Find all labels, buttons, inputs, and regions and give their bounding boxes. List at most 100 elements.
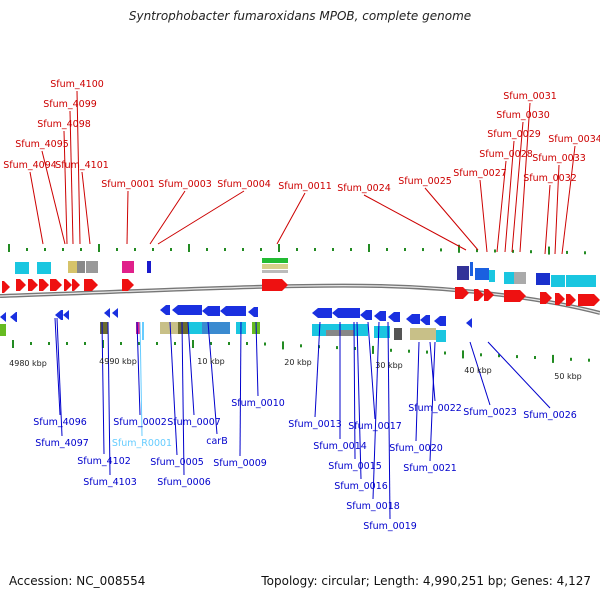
tick-mark — [152, 248, 154, 251]
leader-line — [81, 171, 91, 245]
leader-line — [41, 150, 66, 245]
tick-mark — [440, 248, 442, 252]
leader-line — [187, 321, 195, 416]
leader-line — [101, 321, 105, 455]
gene-feature-box — [470, 262, 473, 276]
gene-label: Sfum_0032 — [523, 173, 577, 184]
reverse-gene-arrow — [104, 308, 110, 318]
gene-label: Sfum_0034 — [548, 134, 600, 145]
reverse-gene-arrow — [360, 310, 372, 320]
reverse-gene-arrow — [10, 312, 17, 322]
leader-line — [181, 321, 185, 476]
leader-line — [356, 321, 362, 480]
tick-mark — [498, 354, 500, 358]
scale-label: 50 kbp — [554, 372, 582, 381]
gene-label: carB — [206, 436, 227, 447]
accession-text: Accession: NC_008554 — [9, 574, 146, 588]
tick-mark — [494, 249, 496, 253]
gene-label: Sfum_4100 — [50, 79, 104, 90]
tick-mark — [512, 249, 514, 253]
tick-mark — [404, 248, 406, 251]
reverse-gene-arrow — [332, 308, 360, 318]
leader-line — [314, 321, 321, 418]
gene-feature-box — [77, 261, 85, 273]
gene-labels: Sfum_4100Sfum_4099Sfum_4098Sfum_4095Sfum… — [3, 79, 600, 532]
leader-line — [424, 187, 479, 251]
tick-mark — [422, 248, 424, 252]
gene-feature-box — [100, 322, 108, 334]
gene-label: Sfum_0024 — [337, 183, 391, 194]
tick-mark — [588, 358, 590, 362]
label-leader-lines — [29, 90, 576, 520]
forward-gene-arrow — [262, 279, 288, 291]
gene-label: Sfum_4096 — [33, 417, 87, 428]
tick-mark — [282, 341, 284, 350]
scale-label: 40 kbp — [464, 366, 492, 375]
gene-feature-box — [262, 264, 288, 269]
gene-label: Sfum_R0001 — [112, 438, 172, 449]
gene-feature-box — [147, 261, 151, 273]
tick-mark — [354, 347, 356, 350]
gene-label: Sfum_0016 — [334, 481, 388, 492]
gene-label: Sfum_0018 — [346, 501, 400, 512]
gene-label: Sfum_0011 — [278, 181, 332, 192]
forward-gene-arrow — [84, 279, 98, 291]
gene-feature-box — [374, 326, 390, 338]
gene-label: Sfum_0004 — [217, 179, 271, 190]
gene-label: Sfum_4097 — [35, 438, 89, 449]
gene-feature-box — [86, 261, 98, 273]
tick-mark — [386, 248, 388, 251]
leader-line — [372, 321, 380, 500]
tick-mark — [458, 244, 460, 253]
gene-feature-box — [160, 322, 178, 334]
leader-line — [387, 321, 391, 520]
gene-label: Sfum_4095 — [15, 139, 69, 150]
forward-gene-arrow — [555, 293, 565, 305]
gene-label: Sfum_0025 — [398, 176, 452, 187]
tick-mark — [530, 250, 532, 254]
forward-gene-arrow — [455, 287, 469, 299]
gene-label: Sfum_0022 — [408, 403, 462, 414]
tick-mark — [192, 340, 194, 348]
gene-label: Sfum_0006 — [157, 477, 211, 488]
gene-feature-box — [326, 330, 356, 336]
forward-gene-arrow — [540, 292, 552, 304]
genome-summary-text: Topology: circular; Length: 4,990,251 bp… — [261, 574, 591, 588]
tick-mark — [188, 244, 190, 252]
gene-label: Sfum_0031 — [503, 91, 557, 102]
leader-line — [519, 102, 531, 253]
tick-mark — [480, 353, 482, 357]
tick-mark — [260, 248, 262, 251]
leader-line — [69, 110, 74, 245]
forward-gene-arrow — [39, 279, 49, 291]
tick-mark — [350, 248, 352, 251]
reverse-gene-arrow — [374, 311, 386, 321]
forward-gene-arrow — [50, 279, 62, 291]
map-title: Syntrophobacter fumaroxidans MPOB, compl… — [128, 9, 472, 23]
tick-mark — [8, 244, 10, 252]
reverse-gene-arrow — [202, 306, 220, 316]
tick-mark — [44, 248, 46, 251]
leader-line — [479, 179, 488, 253]
gene-feature-box — [37, 262, 51, 274]
tick-mark — [84, 342, 86, 345]
leader-line — [56, 317, 63, 437]
tick-mark — [120, 342, 122, 345]
tick-mark — [390, 348, 392, 352]
gene-label: Sfum_0029 — [487, 129, 541, 140]
tick-mark — [80, 248, 82, 251]
gene-label: Sfum_0013 — [288, 419, 342, 430]
reverse-gene-arrow — [220, 306, 246, 316]
tick-mark — [224, 248, 226, 251]
scale-label: 10 kbp — [197, 357, 225, 366]
tick-mark — [552, 354, 554, 363]
leader-line — [107, 321, 111, 476]
leader-line — [496, 160, 507, 253]
gene-feature-box — [122, 261, 134, 273]
gene-label: Sfum_4094 — [3, 160, 57, 171]
gene-feature-box — [566, 275, 596, 287]
tick-mark — [264, 342, 266, 346]
gene-label: Sfum_0019 — [363, 521, 417, 532]
scale-label: 4980 kbp — [9, 359, 47, 368]
